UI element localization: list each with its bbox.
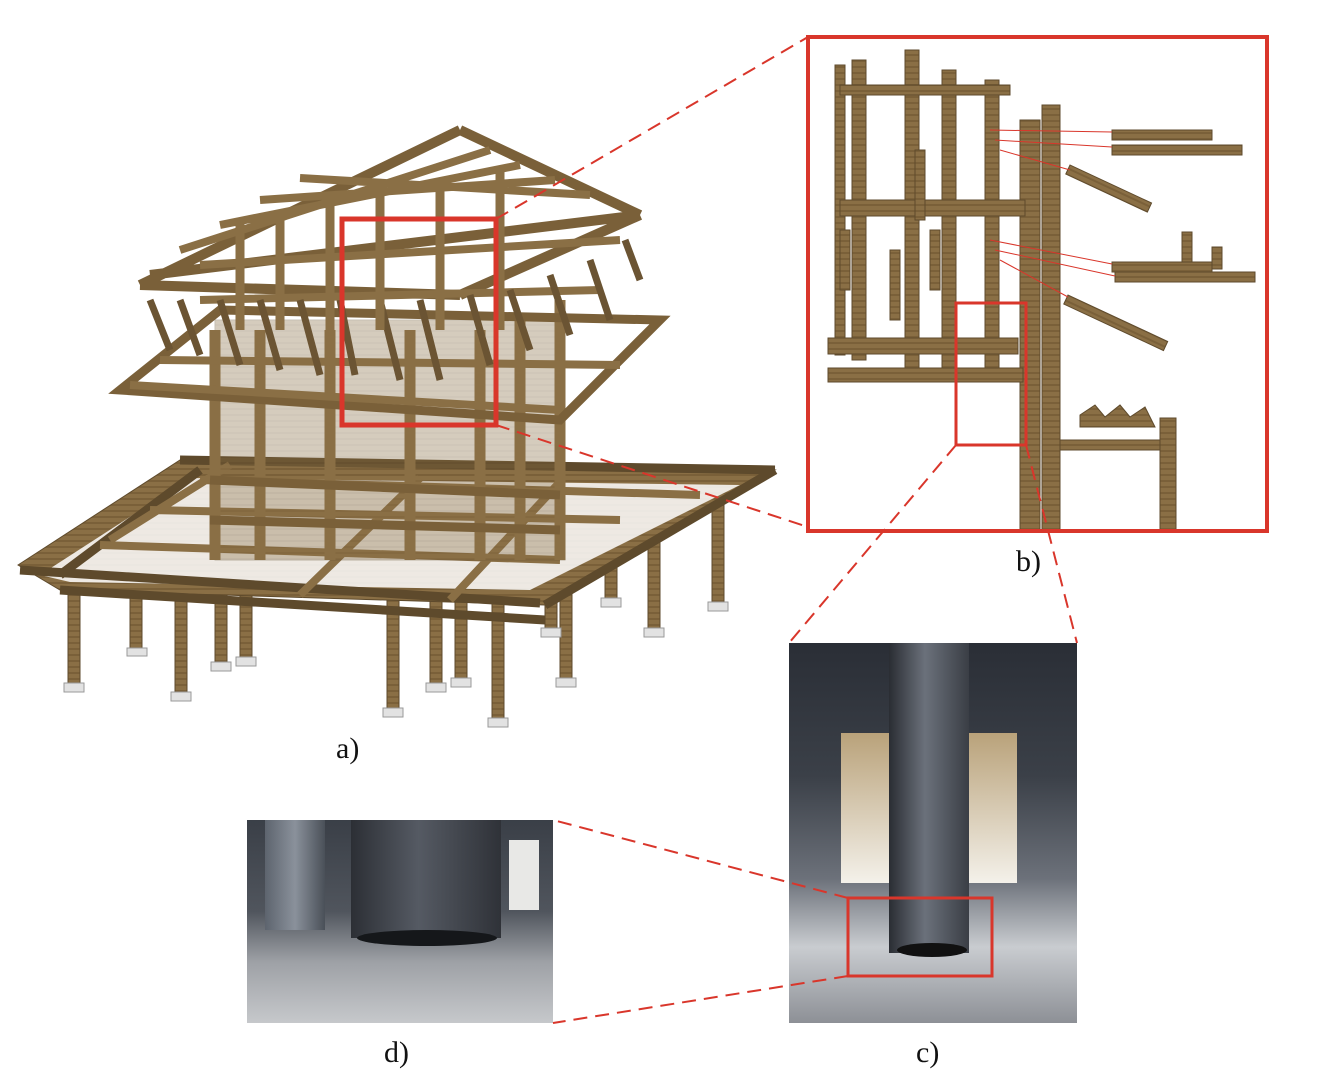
- middle-body: [108, 300, 671, 561]
- panel-d-photo: [247, 820, 553, 1023]
- column: [889, 643, 969, 953]
- panel-c-label: c): [916, 1036, 940, 1069]
- panel-c-photo: [789, 643, 1077, 1023]
- window-left: [841, 733, 891, 883]
- column-shadow: [357, 930, 497, 946]
- panel-a-highlight-box: [339, 216, 499, 428]
- column-shadow: [897, 943, 967, 957]
- panel-d-label: d): [384, 1036, 409, 1069]
- column-center: [351, 820, 501, 938]
- panel-a-timber-model: [17, 125, 778, 728]
- dashed-leader-lines: [495, 36, 1078, 1024]
- panel-c-highlight-box: [846, 896, 994, 978]
- panel-a-label: a): [336, 732, 360, 765]
- window-right: [967, 733, 1017, 883]
- upper-frame: [137, 125, 644, 381]
- panel-b-frame: [806, 35, 1269, 533]
- panel-b-highlight-box: [954, 301, 1028, 447]
- column-left: [265, 820, 325, 930]
- doorway-light: [509, 840, 539, 910]
- panel-b-label: b): [1016, 545, 1041, 578]
- panel-b-connector-lines: [989, 129, 1116, 298]
- post-bases: [63, 597, 729, 728]
- panel-b-detail: [827, 49, 1256, 531]
